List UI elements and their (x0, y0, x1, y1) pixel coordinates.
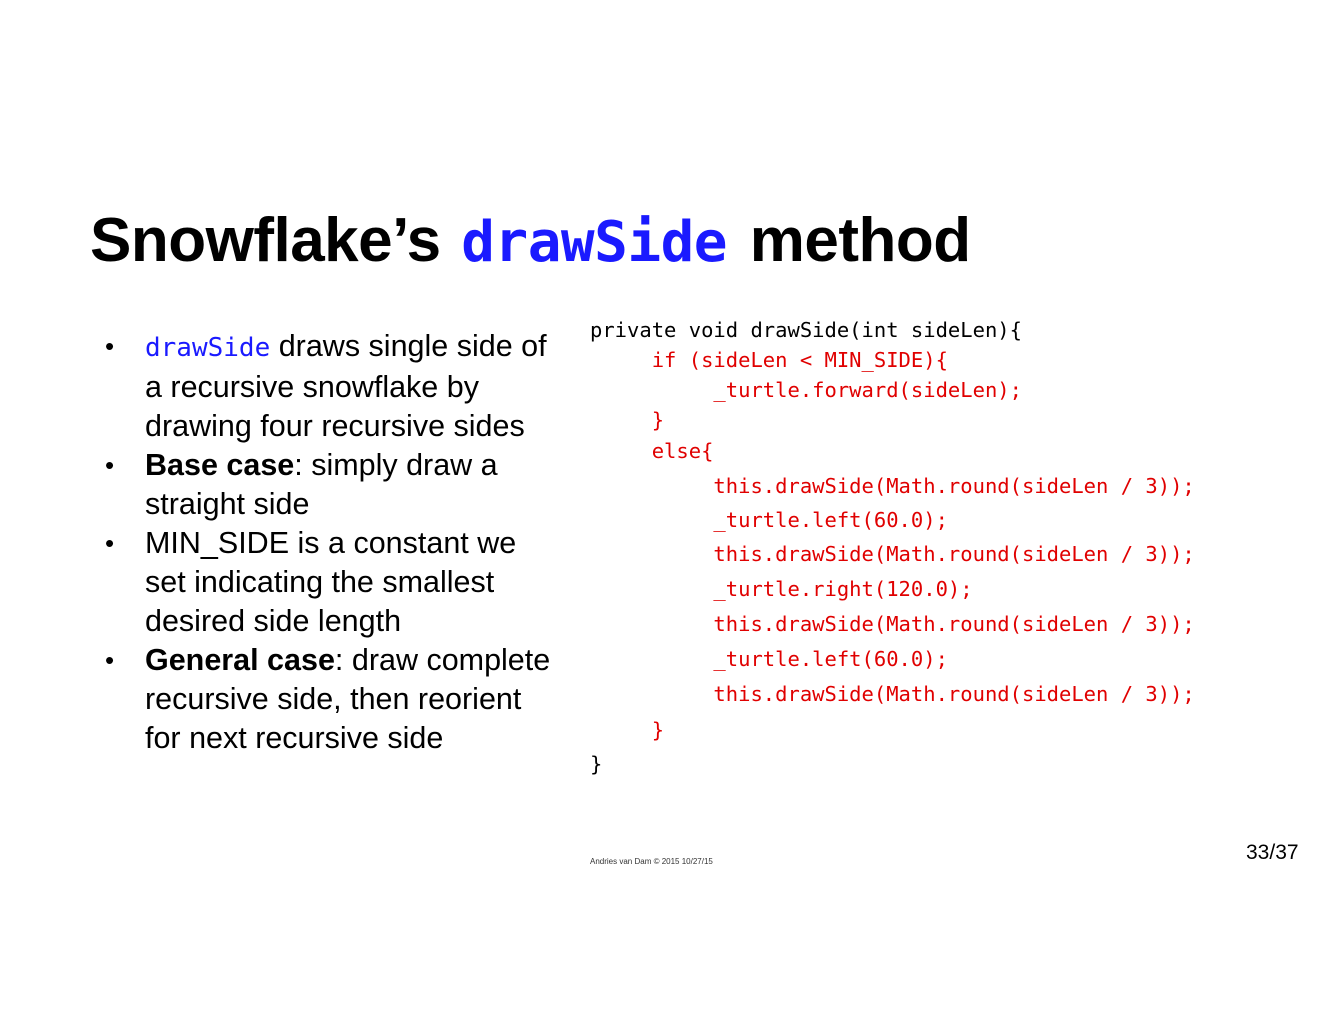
code-line: } (590, 408, 665, 432)
bullet-text: MIN_SIDE is a constant we set indicating… (145, 526, 517, 638)
code-line: } (590, 718, 665, 742)
bullet-dot: • (105, 450, 115, 480)
bullet-item: • drawSide draws single side of a recurs… (105, 327, 565, 446)
slide-title: Snowflake’s drawSide method (90, 205, 971, 276)
bullet-text: : simply draw a straight side (145, 448, 498, 521)
page-number: 33/37 (1246, 841, 1299, 864)
code-line: _turtle.left(60.0); (590, 508, 948, 532)
bullet-bold: General case (145, 643, 335, 677)
code-line: if (sideLen < MIN_SIDE){ (590, 348, 948, 372)
code-line: } (590, 752, 603, 776)
bullet-dot: • (105, 528, 115, 558)
code-line: private void drawSide(int sideLen){ (590, 318, 1022, 342)
bullet-dot: • (105, 331, 115, 361)
code-line: else{ (590, 439, 714, 463)
code-line: this.drawSide(Math.round(sideLen / 3)); (590, 612, 1195, 636)
bullet-text: : draw complete recursive side, then reo… (145, 643, 551, 755)
bullet-bold: Base case (145, 448, 295, 482)
title-prefix: Snowflake’s (90, 206, 441, 275)
title-suffix: method (749, 206, 971, 275)
code-line: _turtle.right(120.0); (590, 577, 973, 601)
code-line: this.drawSide(Math.round(sideLen / 3)); (590, 542, 1195, 566)
code-line: _turtle.left(60.0); (590, 647, 948, 671)
title-code: drawSide (461, 210, 727, 275)
code-line: this.drawSide(Math.round(sideLen / 3)); (590, 682, 1195, 706)
bullet-text: draws single side of a recursive snowfla… (145, 329, 547, 443)
bullet-item: • Base case: simply draw a straight side (105, 446, 565, 524)
code-line: this.drawSide(Math.round(sideLen / 3)); (590, 474, 1195, 498)
code-line: _turtle.forward(sideLen); (590, 378, 1022, 402)
bullet-code: drawSide (145, 333, 271, 363)
bullet-dot: • (105, 645, 115, 675)
footer-credit: Andries van Dam © 2015 10/27/15 (590, 857, 713, 866)
bullet-item: • General case: draw complete recursive … (105, 641, 565, 758)
bullet-list: • drawSide draws single side of a recurs… (105, 327, 565, 758)
bullet-item: • MIN_SIDE is a constant we set indicati… (105, 524, 565, 641)
